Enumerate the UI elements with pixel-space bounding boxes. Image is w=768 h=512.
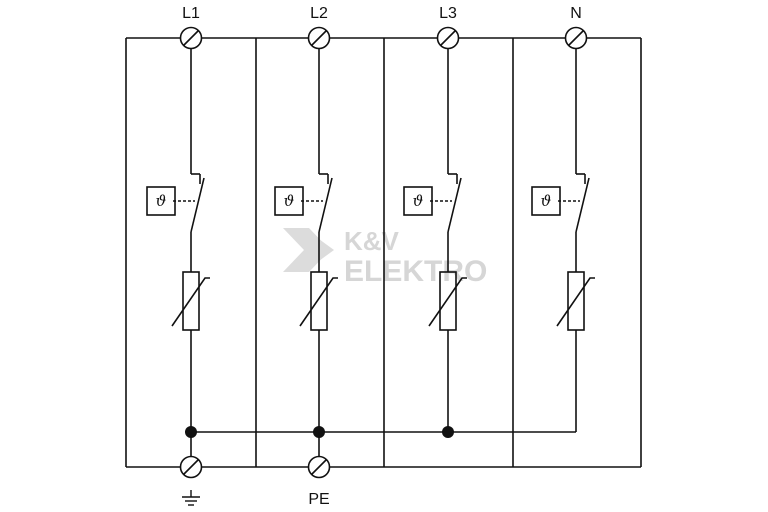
varistor (556, 271, 595, 331)
thermal-disconnector-switch (575, 173, 590, 233)
thermal-disconnector-switch (447, 173, 462, 233)
thermal-sensor-box (274, 186, 304, 216)
terminal-label-l1: L1 (182, 5, 200, 22)
watermark-line1: K&V (344, 226, 400, 256)
terminal-label-n: N (570, 5, 582, 22)
thermal-disconnector-switch (318, 173, 333, 233)
terminal-screw-icon (307, 455, 331, 479)
terminal-screw-icon (179, 455, 203, 479)
terminal-screw-icon (436, 26, 460, 50)
junction-dot (442, 426, 454, 438)
thermal-symbol: ϑ (284, 192, 295, 210)
varistor (171, 271, 210, 331)
thermal-symbol: ϑ (541, 192, 552, 210)
ground-icon (182, 490, 200, 506)
thermal-sensor-box (403, 186, 433, 216)
phase-branch: ϑ (146, 26, 210, 432)
terminal-screw-icon (179, 26, 203, 50)
enclosure-frame (125, 37, 642, 468)
terminal-label-pe: PE (308, 491, 329, 508)
terminal-screw-icon (564, 26, 588, 50)
thermal-symbol: ϑ (413, 192, 424, 210)
thermal-disconnector-switch (190, 173, 205, 233)
phase-branch: ϑ (531, 26, 595, 332)
thermal-sensor-box (146, 186, 176, 216)
watermark-line2: ELEKTRO (344, 255, 487, 288)
varistor (299, 271, 338, 331)
terminal-label-l3: L3 (439, 5, 457, 22)
bottom-terminals: PE (179, 432, 331, 508)
terminal-label-l2: L2 (310, 5, 328, 22)
thermal-symbol: ϑ (156, 192, 167, 210)
phase-branch: ϑ (403, 26, 467, 432)
phase-branch: ϑ (274, 26, 338, 432)
watermark-logo-icon (283, 228, 334, 272)
common-bus (185, 332, 577, 438)
thermal-sensor-box (531, 186, 561, 216)
terminal-screw-icon (307, 26, 331, 50)
